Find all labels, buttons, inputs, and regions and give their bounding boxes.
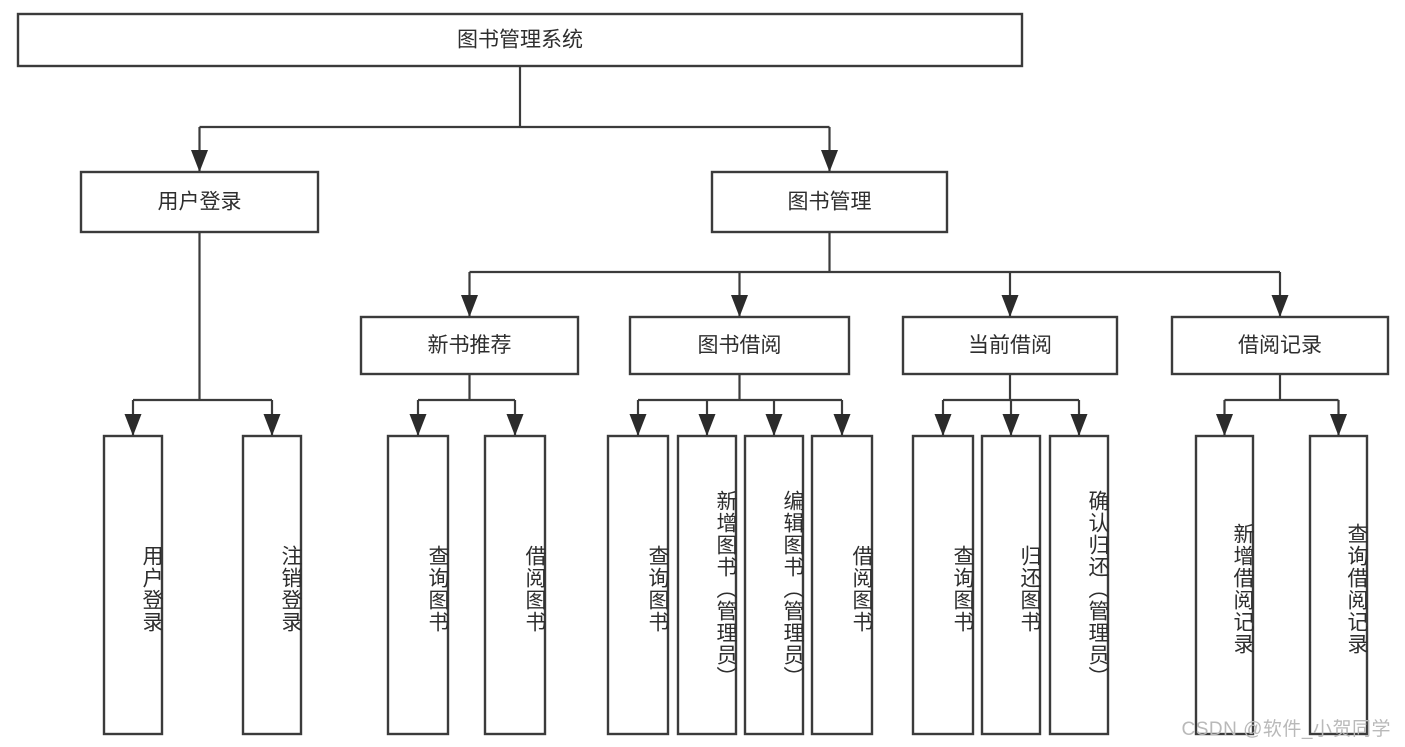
node-leaf-9-label: 归还图书: [1018, 545, 1041, 633]
node-leaf-4-box[interactable]: [606, 434, 670, 736]
node-leaf-4-label: 查询图书: [646, 545, 669, 633]
node-leaf-2-box[interactable]: [386, 434, 450, 736]
node-leaf-6-box[interactable]: [743, 434, 805, 736]
node-level2-1-label: 图书借阅: [698, 334, 782, 357]
arrow-head-icon: [629, 414, 647, 436]
arrow-head-icon: [409, 414, 427, 436]
arrow-head-icon: [698, 414, 716, 436]
arrow-head-icon: [191, 150, 208, 172]
arrow-head-icon: [124, 414, 142, 436]
node-leaf-11-box[interactable]: [1194, 434, 1255, 736]
node-level2-0-box[interactable]: [359, 315, 580, 376]
node-leaf-0-label: 用户登录: [140, 545, 163, 633]
node-level1-0-box[interactable]: [79, 170, 320, 234]
watermark-text: CSDN @软件_小贺同学: [1181, 719, 1391, 740]
arrow-head-icon: [731, 295, 748, 317]
node-leaf-5-box[interactable]: [676, 434, 738, 736]
node-leaf-3-label: 借阅图书: [523, 545, 546, 633]
node-leaf-11-label: 新增借阅记录: [1231, 523, 1254, 655]
node-leaf-8-box[interactable]: [911, 434, 975, 736]
node-level2-1-box[interactable]: [628, 315, 851, 376]
node-leaf-12-label: 查询借阅记录: [1345, 523, 1368, 655]
arrow-head-icon: [461, 295, 478, 317]
arrow-head-icon: [1216, 414, 1233, 436]
node-level2-2-label: 当前借阅: [968, 334, 1052, 357]
node-leaf-1-box[interactable]: [241, 434, 303, 736]
arrow-head-icon: [1002, 414, 1020, 436]
arrow-head-icon: [1330, 414, 1347, 436]
node-level1-1-label: 图书管理: [788, 191, 872, 214]
node-leaf-8-label: 查询图书: [951, 545, 974, 633]
node-leaf-10-label: 确认归还（管理员）: [1086, 490, 1109, 688]
node-leaf-3-box[interactable]: [483, 434, 547, 736]
node-leaf-7-label: 借阅图书: [850, 545, 873, 633]
arrow-head-icon: [934, 414, 952, 436]
node-leaf-10-box[interactable]: [1048, 434, 1110, 736]
arrow-head-icon: [1070, 414, 1088, 436]
node-leaf-1-label: 注销登录: [279, 545, 302, 633]
node-leaf-2-label: 查询图书: [426, 545, 449, 633]
arrow-head-icon: [1271, 295, 1289, 317]
arrow-head-icon: [833, 414, 851, 436]
arrow-head-icon: [263, 414, 281, 436]
arrow-head-icon: [1001, 295, 1019, 317]
node-level1-1-box[interactable]: [710, 170, 949, 234]
node-leaf-5-label: 新增图书（管理员）: [714, 490, 737, 688]
arrow-head-icon: [765, 414, 783, 436]
node-leaf-7-box[interactable]: [810, 434, 874, 736]
node-leaf-12-box[interactable]: [1308, 434, 1369, 736]
node-level1-0-label: 用户登录: [158, 191, 242, 214]
node-root-label: 图书管理系统: [457, 29, 583, 52]
node-level2-0-label: 新书推荐: [428, 334, 512, 357]
node-leaf-0-box[interactable]: [102, 434, 164, 736]
arrow-head-icon: [821, 150, 838, 172]
node-level2-3-label: 借阅记录: [1238, 334, 1322, 357]
node-leaf-9-box[interactable]: [980, 434, 1042, 736]
node-level2-2-box[interactable]: [901, 315, 1119, 376]
node-root-box[interactable]: [16, 12, 1024, 68]
arrow-head-icon: [506, 414, 524, 436]
node-leaf-6-label: 编辑图书（管理员）: [781, 490, 804, 688]
